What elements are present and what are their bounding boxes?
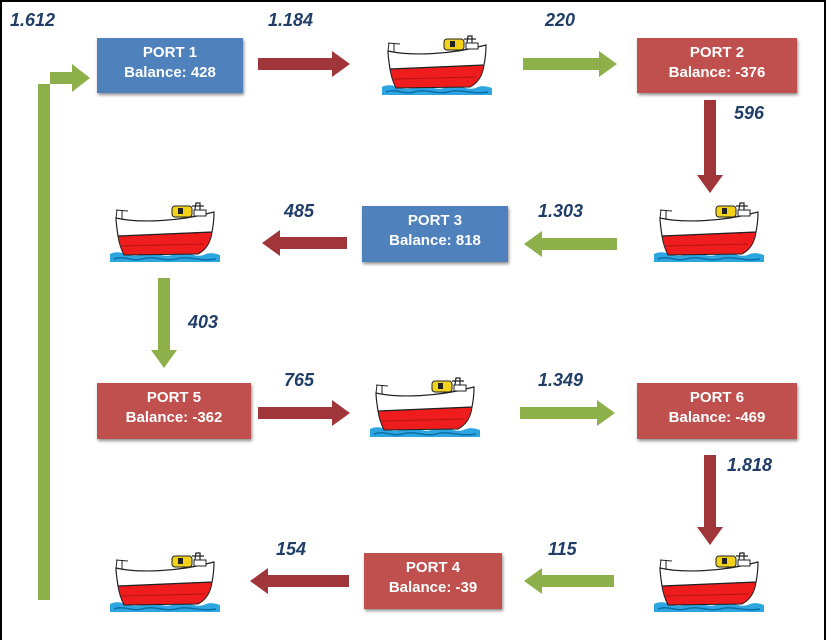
port-1-box: PORT 1 Balance: 428 [97, 38, 243, 93]
arrow-right-red [258, 51, 350, 77]
port-3-box: PORT 3 Balance: 818 [362, 206, 508, 262]
arrows-layer [38, 51, 723, 600]
arrow-down-red [697, 100, 723, 193]
arrow-left-green [524, 568, 614, 594]
quantity-label: 1.184 [268, 10, 314, 30]
quantity-label: 220 [545, 10, 576, 30]
quantity-label: 1.349 [538, 370, 584, 390]
quantity-label: 485 [284, 201, 315, 221]
port-balance: Balance: -362 [125, 409, 223, 426]
arrow-down-green [151, 278, 177, 368]
arrow-right-red [258, 400, 350, 426]
arrow-left-green [524, 231, 617, 257]
port-name: PORT 2 [689, 44, 745, 61]
quantity-label: 1.612 [10, 10, 56, 30]
arrow-left-red [250, 568, 349, 594]
port-5-box: PORT 5 Balance: -362 [97, 383, 251, 439]
port-balance: Balance: -469 [668, 409, 766, 426]
port-balance: Balance: 428 [124, 64, 216, 81]
quantity-label: 1.818 [727, 455, 773, 475]
quantity-label: 596 [734, 103, 765, 123]
arrow-down-red [697, 455, 723, 545]
arrow-return-green [38, 64, 90, 594]
quantity-label: 154 [276, 539, 307, 559]
quantity-label: 765 [284, 370, 315, 390]
port-6-box: PORT 6 Balance: -469 [637, 383, 797, 439]
arrow-return-green-tail [38, 594, 50, 600]
quantity-label: 403 [188, 312, 219, 332]
port-balance: Balance: 818 [389, 232, 481, 249]
port-name: PORT 1 [142, 44, 198, 61]
arrow-right-green [520, 400, 615, 426]
port-name: PORT 4 [405, 559, 461, 576]
arrow-left-red [262, 230, 347, 256]
port-balance: Balance: -376 [668, 64, 766, 81]
port-name: PORT 5 [146, 389, 202, 406]
port-name: PORT 6 [689, 389, 745, 406]
port-4-box: PORT 4 Balance: -39 [364, 553, 502, 609]
quantity-label: 115 [548, 539, 577, 559]
quantity-label: 1.303 [538, 201, 584, 221]
port-balance: Balance: -39 [388, 579, 478, 596]
arrow-right-green [523, 51, 617, 77]
port-2-box: PORT 2 Balance: -376 [637, 38, 797, 93]
port-name: PORT 3 [407, 212, 463, 229]
